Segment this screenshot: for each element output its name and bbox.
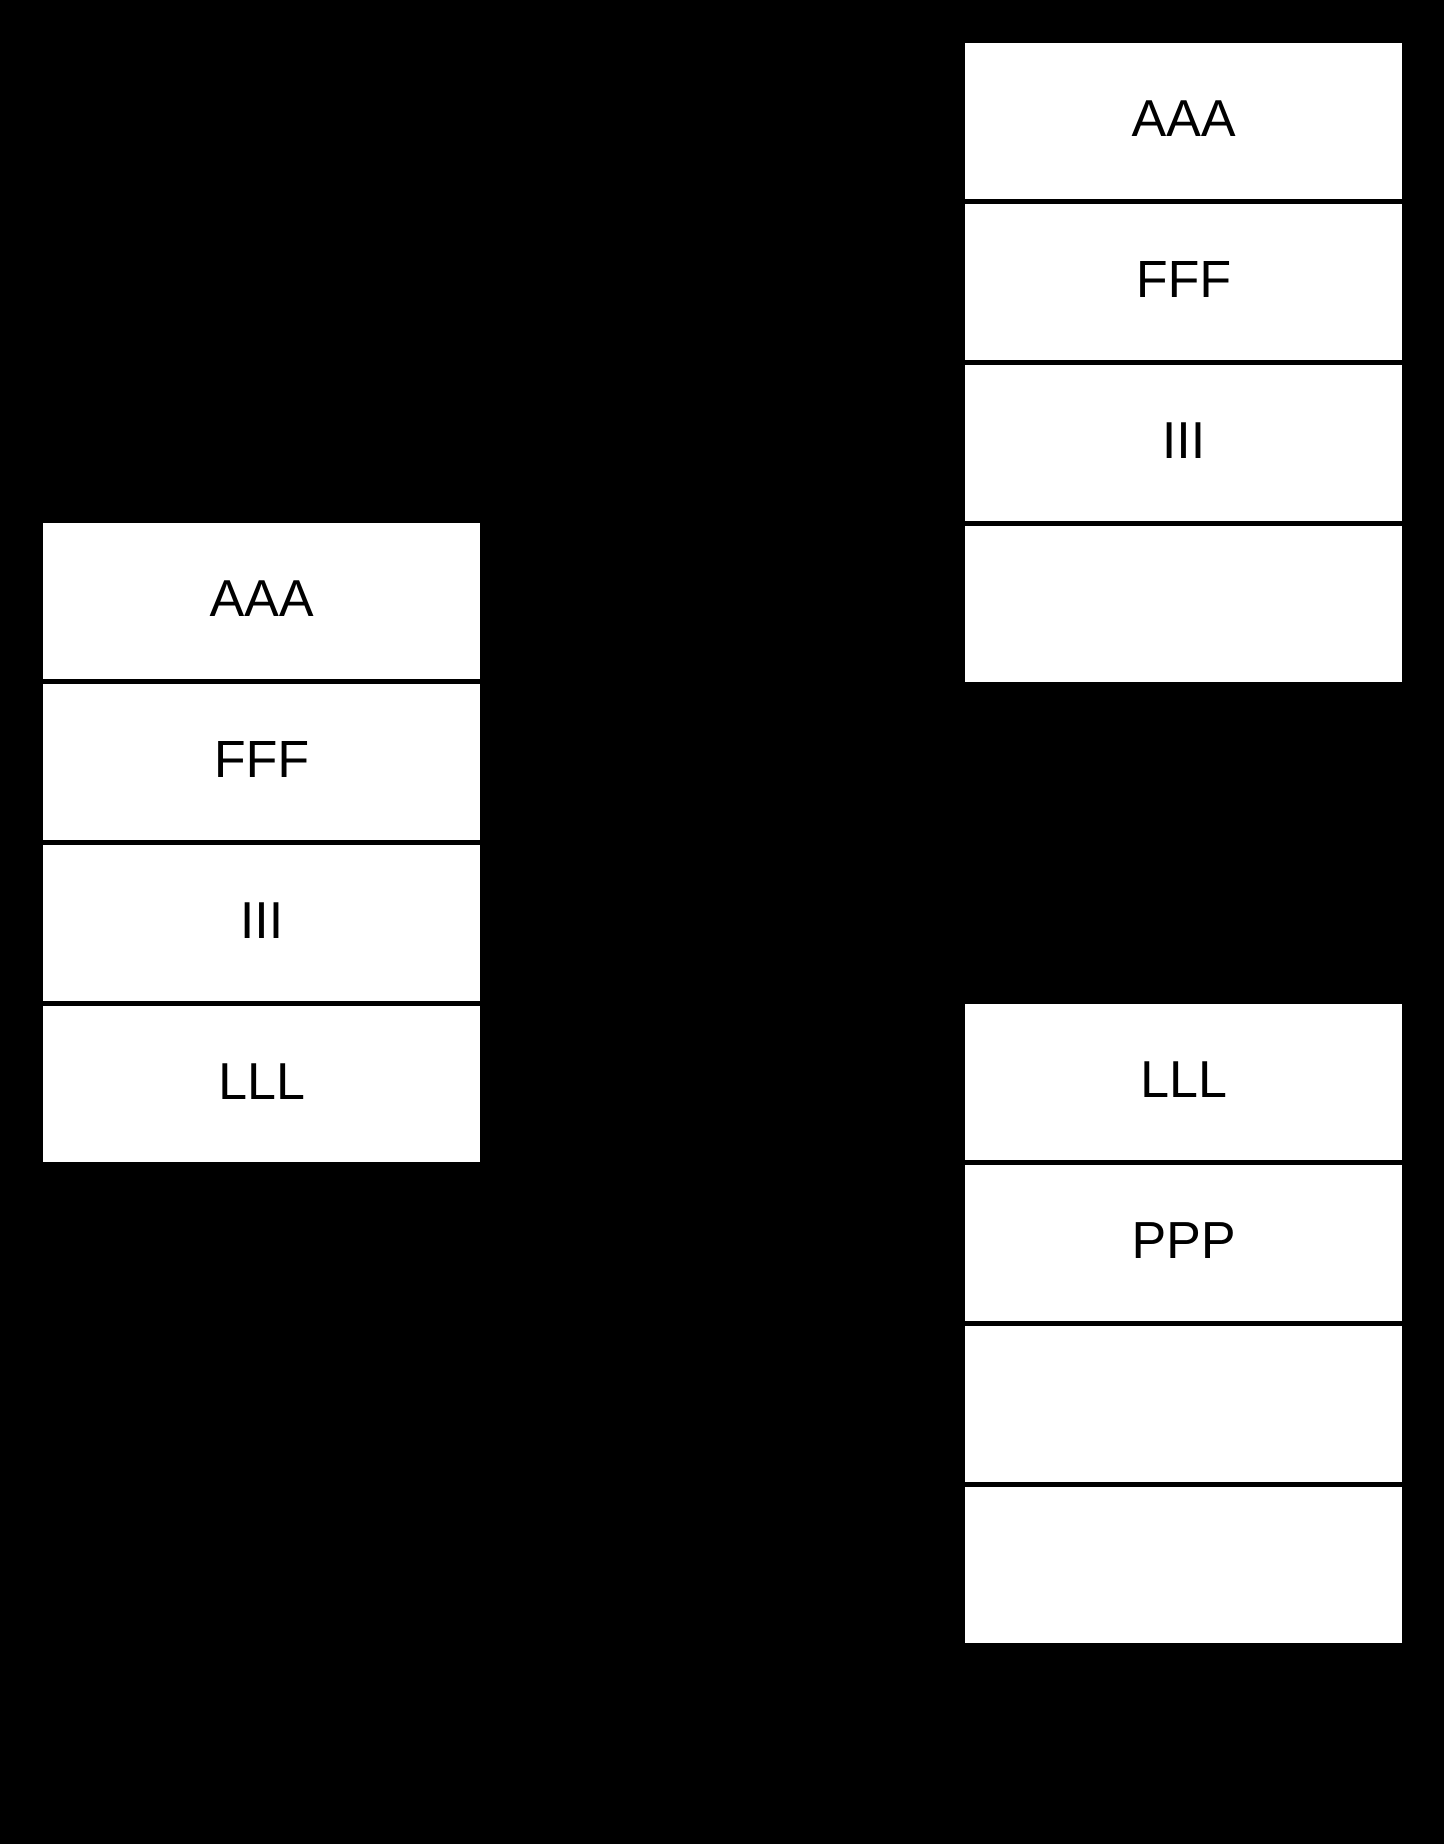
record-label: FFF: [213, 731, 310, 789]
record-row: [965, 1326, 1402, 1482]
record-row: AAA: [965, 43, 1402, 199]
record-row: FFF: [965, 204, 1402, 360]
record-row: [965, 526, 1402, 682]
record-label: PPP: [1131, 1212, 1236, 1270]
record-label: LLL: [218, 1053, 305, 1111]
record-row: LLL: [965, 1004, 1402, 1160]
record-label: LLL: [1140, 1051, 1227, 1109]
record-box-bottom-right: LLL PPP: [965, 1004, 1402, 1643]
record-row: AAA: [43, 523, 480, 679]
record-label: AAA: [1131, 90, 1236, 148]
record-label: AAA: [209, 570, 314, 628]
record-row: FFF: [43, 684, 480, 840]
record-row: LLL: [43, 1006, 480, 1162]
record-label: III: [1161, 412, 1206, 470]
record-row: PPP: [965, 1165, 1402, 1321]
record-row: III: [965, 365, 1402, 521]
record-label: FFF: [1135, 251, 1232, 309]
record-label: III: [239, 892, 284, 950]
record-row: [965, 1487, 1402, 1643]
record-box-left: AAA FFF III LLL: [43, 523, 480, 1162]
record-row: III: [43, 845, 480, 1001]
record-box-top-right: AAA FFF III: [965, 43, 1402, 682]
